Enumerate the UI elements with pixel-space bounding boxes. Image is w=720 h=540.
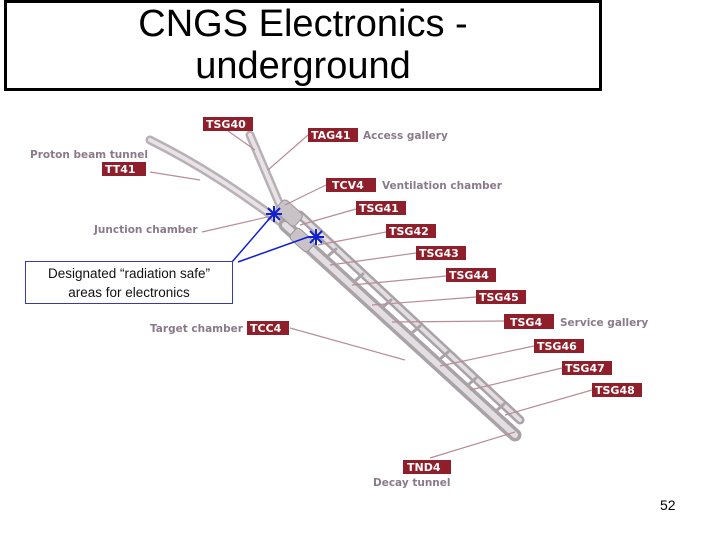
tag-tsg48-text: TSG48 [595, 384, 635, 397]
callout-line-2: areas for electronics [68, 285, 190, 300]
tag-tsg4-text: TSG4 [510, 316, 542, 329]
tag-tt41-text: TT41 [105, 163, 136, 176]
tag-tsg44: TSG44 [446, 268, 496, 282]
tag-tsg42-text: TSG42 [389, 225, 429, 238]
callout-line-1: Designated “radiation safe” [47, 266, 211, 281]
tag-tsg47-text: TSG47 [565, 362, 605, 375]
tag-tsg43-text: TSG43 [419, 247, 459, 260]
slide-title-line-2: underground [195, 45, 411, 87]
tag-tag41-text: TAG41 [311, 129, 351, 142]
radiation-safe-marker-2 [308, 229, 324, 245]
tag-tsg41-text: TSG41 [359, 202, 399, 215]
tag-tsg4: TSG4 [504, 314, 554, 329]
cross-galleries [326, 247, 506, 413]
tag-tsg46-text: TSG46 [537, 340, 577, 353]
tag-tsg41: TSG41 [356, 201, 406, 215]
label-ventilation-chamber: Ventilation chamber [382, 180, 503, 192]
label-decay-tunnel: Decay tunnel [373, 477, 451, 489]
tag-tt41: TT41 [102, 162, 146, 176]
page-number: 52 [660, 497, 676, 513]
tag-tsg47: TSG47 [562, 361, 612, 375]
title-box: CNGS Electronics - underground [4, 0, 602, 91]
tag-tcv4: TCV4 [326, 178, 376, 192]
label-access-gallery: Access gallery [363, 130, 448, 142]
tag-tnd4-text: TND4 [407, 461, 441, 474]
label-proton-beam-tunnel: Proton beam tunnel [30, 149, 148, 161]
tag-tcc4: TCC4 [247, 321, 289, 335]
tag-tsg44-text: TSG44 [449, 269, 489, 282]
target-chamber [289, 227, 315, 253]
tag-tcc4-text: TCC4 [250, 322, 282, 335]
callout-arrows [231, 217, 309, 263]
tag-tsg40: TSG40 [203, 117, 253, 131]
tag-tsg40-text: TSG40 [206, 118, 246, 131]
tag-tsg48: TSG48 [592, 383, 642, 397]
radiation-safe-marker-1 [266, 206, 282, 222]
label-target-chamber: Target chamber [150, 323, 244, 335]
tag-tnd4: TND4 [403, 460, 451, 474]
tag-tsg42: TSG42 [386, 224, 436, 238]
slide-title-line-1: CNGS Electronics - [138, 3, 468, 45]
label-service-gallery: Service gallery [560, 317, 648, 329]
radiation-safe-callout: Designated “radiation safe” areas for el… [25, 261, 233, 304]
tag-tsg43: TSG43 [416, 246, 466, 260]
tag-tcv4-text: TCV4 [332, 179, 364, 192]
leader-lines [149, 130, 593, 459]
tag-tag41: TAG41 [308, 128, 358, 142]
tag-tsg45: TSG45 [476, 290, 526, 304]
tag-tsg46: TSG46 [534, 339, 584, 353]
label-junction-chamber: Junction chamber [93, 224, 198, 236]
tag-tsg45-text: TSG45 [479, 291, 519, 304]
junction-chamber [275, 199, 303, 227]
